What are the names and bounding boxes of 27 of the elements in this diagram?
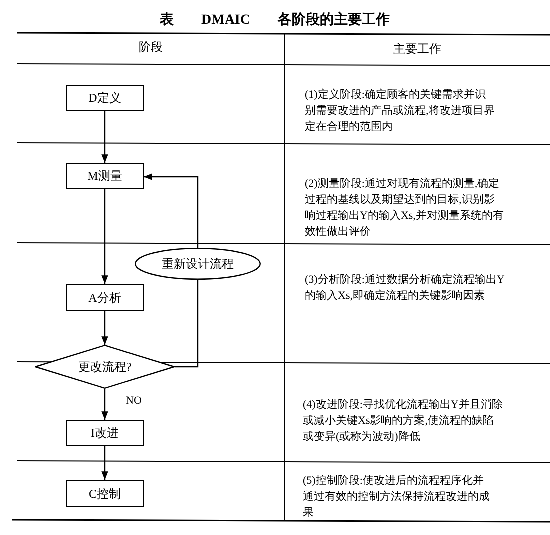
process-box bbox=[66, 420, 144, 446]
table-cell-text: (2)测量阶段:通过对现有流程的测量,确定过程的基线以及期望达到的目标,识别影响过程输出Y的输入Xs,并对测量系统的有效性做出评价 bbox=[305, 176, 505, 240]
process-box bbox=[66, 480, 144, 507]
arrow bbox=[102, 111, 108, 163]
table-cell-text: (5)控制阶段:使改进后的流程程序化并通过有效的控制方法保持流程改进的成果 bbox=[303, 474, 491, 521]
node-label: 更改流程? bbox=[78, 359, 132, 376]
node-label: I改进 bbox=[91, 425, 119, 442]
process-box bbox=[66, 85, 144, 111]
column-header: 阶段 bbox=[138, 39, 164, 56]
table-cell-text: (1)定义阶段:确定顾客的关键需求并识别需要改进的产品或流程,将改进项目界定在合理的范围内 bbox=[305, 88, 495, 135]
node-label: A分析 bbox=[88, 290, 122, 306]
arrow bbox=[144, 174, 199, 248]
connector-line bbox=[175, 280, 199, 368]
node-label: 重新设计流程 bbox=[162, 256, 234, 273]
arrow bbox=[102, 189, 108, 284]
node-label: M测量 bbox=[88, 168, 122, 185]
node-label: D定义 bbox=[88, 90, 122, 107]
column-header: 主要工作 bbox=[392, 41, 442, 58]
arrow bbox=[102, 389, 108, 420]
process-box bbox=[66, 284, 144, 311]
table-cell-text: (3)分析阶段:通过数据分析确定流程输出Y的输入Xs,即确定流程的关键影响因素 bbox=[305, 272, 505, 304]
table-title: 表 DMAIC 各阶段的主要工作 bbox=[159, 10, 391, 30]
process-box bbox=[66, 163, 144, 189]
table-cell-text: (4)改进阶段:寻找优化流程输出Y并且消除或减小关键Xs影响的方案,使流程的缺陷或变异(或称为波动)降低 bbox=[303, 398, 503, 445]
arrow bbox=[102, 311, 108, 345]
node-label: C控制 bbox=[88, 486, 121, 502]
arrow bbox=[102, 446, 108, 480]
